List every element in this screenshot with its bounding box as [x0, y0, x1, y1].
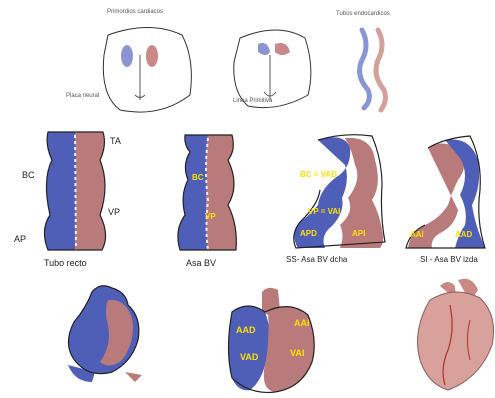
label-aai-final: AAI: [294, 318, 310, 328]
label-vp-vai: VP = VAI: [308, 207, 340, 216]
label-linea: Linea Primitiva: [233, 98, 273, 104]
label-api: API: [352, 229, 365, 238]
label-vad-final: VAD: [240, 352, 259, 362]
label-bc-vad: BC = VAD: [300, 170, 337, 179]
label-vai-final: VAI: [290, 348, 304, 358]
four-chamber-heart-shape: [229, 288, 315, 393]
label-vp: VP: [108, 207, 120, 217]
anatomical-heart-image: [418, 279, 494, 390]
label-placa: Placa neural: [66, 93, 99, 99]
embryo-disc-2: [234, 30, 311, 108]
label-asa-bv: Asa BV: [186, 258, 216, 268]
label-bc-asa: BC: [192, 173, 204, 182]
label-apd: APD: [300, 229, 317, 238]
tubo-recto-shape: [44, 132, 105, 250]
label-tubos: Tubos endocardicos: [336, 11, 390, 17]
asa-bv-shape: [178, 135, 236, 250]
label-tubo-recto: Tubo recto: [44, 258, 87, 268]
label-aad-final: AAD: [236, 325, 256, 335]
looping-heart-shape: [68, 286, 142, 382]
label-primordios: Primordios cardiacos: [107, 9, 163, 15]
embryo-disc-1: [103, 28, 191, 113]
label-aai: AAI: [410, 230, 424, 239]
endocardial-tubes: [360, 30, 386, 110]
label-ap: AP: [14, 234, 26, 244]
label-asa-izda: SI - Asa BV izda: [420, 255, 478, 264]
label-vp-asa: VP: [205, 212, 216, 221]
label-ta: TA: [110, 136, 121, 146]
label-asa-dcha: SS- Asa BV dcha: [286, 255, 348, 264]
label-aad: AAD: [455, 230, 473, 239]
label-bc: BC: [22, 170, 35, 180]
